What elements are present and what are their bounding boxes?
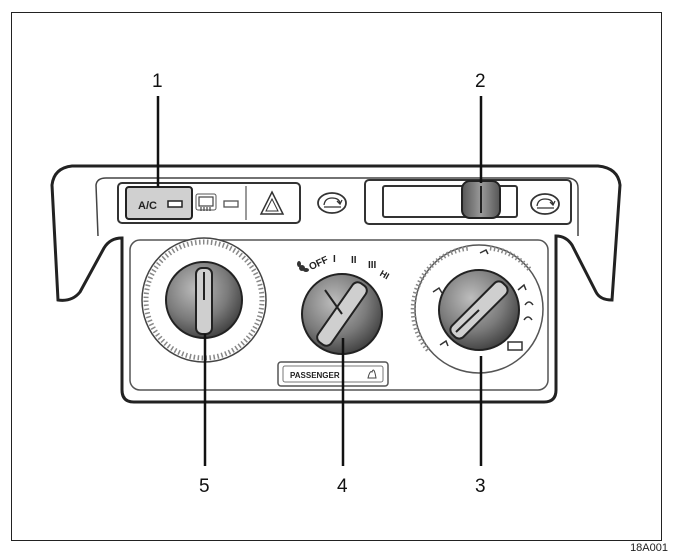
callout-4: 4 [337,476,348,497]
fan-speed-label-1: I [333,254,336,265]
ac-button-label: A/C [138,200,157,212]
airbag-off-icon [367,369,377,379]
recirculation-icon [323,197,343,208]
airflow-mode-knob[interactable] [410,244,544,374]
callout-1: 1 [152,71,163,92]
callout-3: 3 [475,476,486,497]
hazard-button[interactable] [245,186,285,220]
callout-lines [156,96,483,466]
vent-mode-icons [432,248,534,351]
callout-2: 2 [475,71,486,92]
defroster-indicator-lamp [223,200,239,208]
figure-frame [11,12,662,541]
recirculation-icon-right [536,198,556,209]
fan-speed-label-2: II [351,255,357,266]
callout-5: 5 [199,476,210,497]
rear-defroster-icon [198,196,214,211]
fan-speed-label-hi: HI [378,268,391,281]
fan-icon [297,261,309,272]
passenger-airbag-indicator: PASSENGER [277,361,389,387]
temperature-knob[interactable] [141,237,267,363]
hazard-triangle-icon [259,190,285,215]
rear-defroster-button[interactable] [195,193,239,211]
fascia-inner-line [95,177,579,237]
fan-speed-label-3: III [368,260,377,271]
recirculation-button-right[interactable] [530,193,560,215]
figure-code: 18A001 [630,542,668,554]
passenger-label: PASSENGER [290,371,340,380]
ac-indicator-lamp [167,200,183,208]
recirculation-button-left[interactable] [317,192,347,214]
